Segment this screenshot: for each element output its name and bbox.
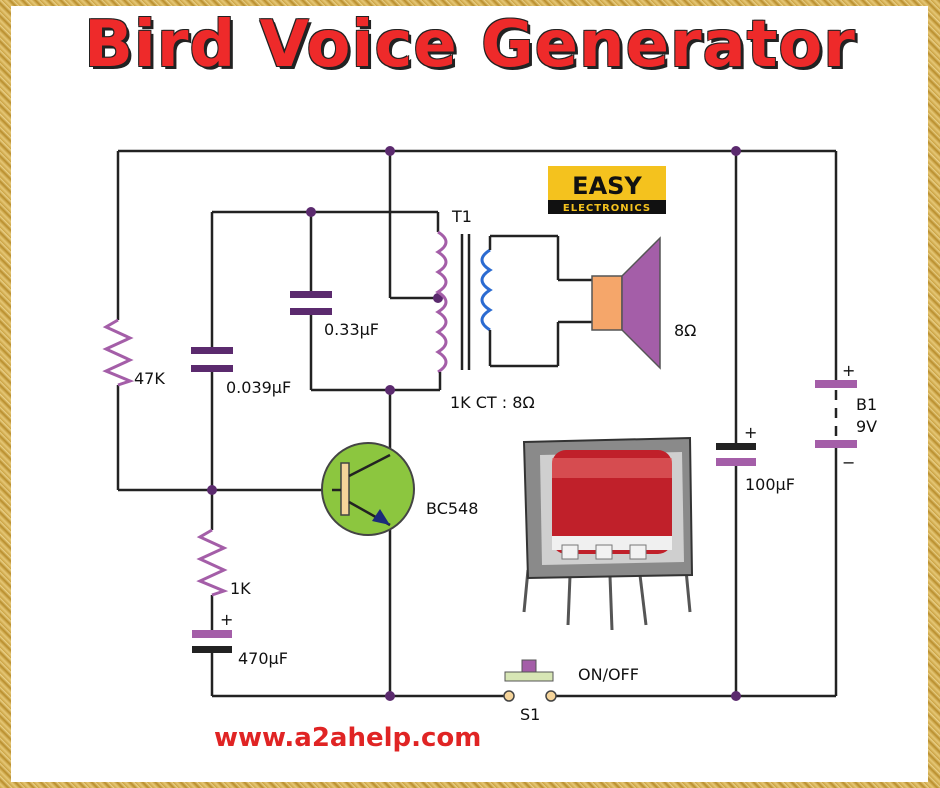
- switch-label: ON/OFF: [578, 665, 639, 684]
- transistor-label: BC548: [426, 499, 478, 518]
- capacitor-c3-plus: +: [220, 610, 233, 629]
- switch-ref-label: S1: [520, 705, 540, 724]
- capacitor-c2-label: 0.039μF: [226, 378, 291, 397]
- resistor-r1: [102, 318, 135, 387]
- battery-b1: [815, 380, 857, 448]
- capacitor-c4: [716, 443, 756, 466]
- content-panel: [11, 6, 928, 782]
- resistor-r2-label: 1K: [230, 579, 251, 598]
- battery-value-label: 9V: [856, 417, 877, 436]
- battery-plus: +: [842, 361, 855, 380]
- page-title: Bird Voice Generator: [84, 8, 856, 82]
- capacitor-c3-label: 470μF: [238, 649, 288, 668]
- battery-ref-label: B1: [856, 395, 877, 414]
- capacitor-c1-label: 0.33μF: [324, 320, 379, 339]
- website-link[interactable]: www.a2ahelp.com: [214, 723, 481, 753]
- speaker-icon: [591, 236, 661, 370]
- transformer-spec-label: 1K CT : 8Ω: [450, 393, 535, 412]
- resistor-r1-label: 47K: [134, 369, 165, 388]
- capacitor-c3: [192, 630, 232, 653]
- capacitor-c1: [290, 291, 332, 315]
- resistor-r2: [196, 528, 229, 597]
- capacitor-c4-plus: +: [744, 423, 757, 442]
- wires: [116, 149, 838, 698]
- transformer-ref-label: T1: [451, 207, 472, 226]
- speaker-value-label: 8Ω: [674, 321, 696, 340]
- capacitor-c2: [191, 347, 233, 372]
- easy-electronics-logo: [548, 166, 666, 214]
- capacitor-c4-label: 100μF: [745, 475, 795, 494]
- logo-line2: ELECTRONICS: [563, 203, 651, 214]
- switch-s1: [503, 659, 557, 702]
- transformer-t1: [435, 230, 493, 390]
- logo-line1: EASY: [572, 172, 642, 200]
- battery-minus: −: [842, 453, 855, 472]
- transistor-bc548: [321, 442, 415, 536]
- junction-dots: [207, 146, 741, 701]
- transformer-photo: [522, 436, 694, 631]
